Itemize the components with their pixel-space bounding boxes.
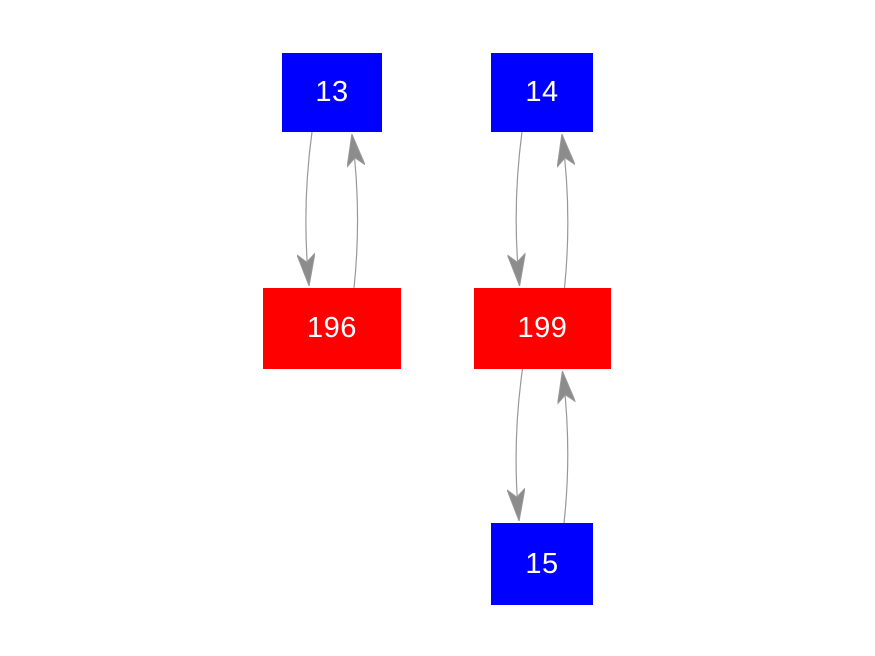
graph-node-13[interactable]: 13 (282, 53, 382, 132)
graph-node-196[interactable]: 196 (263, 288, 401, 369)
graph-node-199[interactable]: 199 (474, 288, 611, 369)
node-label: 14 (525, 76, 559, 108)
graph-edge-15-to-199 (563, 372, 568, 524)
graph-edge-196-to-13 (352, 135, 358, 289)
graph-edge-14-to-199 (516, 131, 522, 285)
node-label: 196 (307, 312, 357, 344)
graph-node-14[interactable]: 14 (491, 53, 593, 132)
graph-edge-13-to-196 (306, 131, 312, 285)
graph-edge-199-to-14 (562, 135, 568, 289)
node-label: 15 (525, 547, 559, 580)
graph-edge-199-to-15 (516, 368, 522, 520)
graph-node-15[interactable]: 15 (491, 523, 593, 605)
node-label: 13 (315, 76, 349, 108)
node-label: 199 (517, 312, 568, 344)
